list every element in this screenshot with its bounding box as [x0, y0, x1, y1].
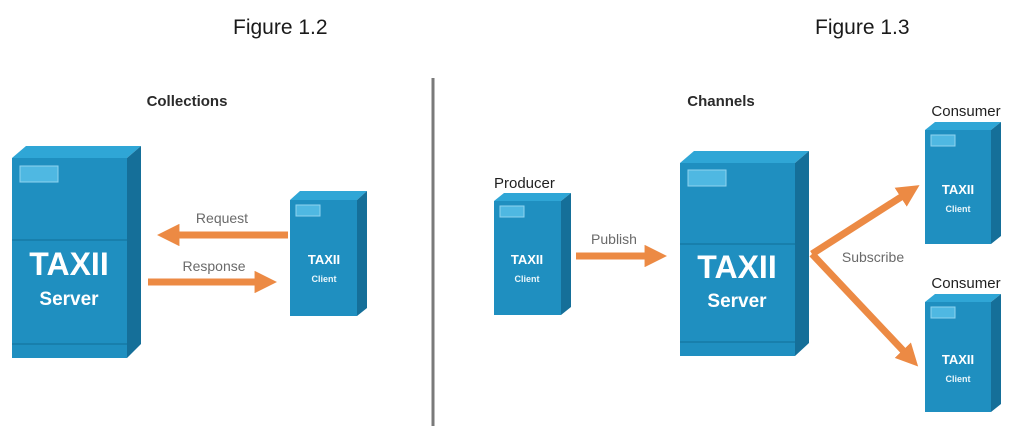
client-slot-icon: [295, 204, 321, 217]
channels-taxii-server-box: TAXII Server: [680, 151, 809, 356]
producer-slot-icon: [499, 205, 525, 218]
subscribe-arrow-bottom: [809, 251, 919, 367]
collections-title: Collections: [147, 93, 228, 110]
channels-server-label-line1: TAXII: [697, 249, 776, 285]
publish-label: Publish: [591, 231, 637, 247]
subscribe-label: Subscribe: [842, 249, 904, 265]
consumer-top-label: Consumer: [931, 103, 1000, 120]
producer-label-line1: TAXII: [511, 252, 543, 267]
subscribe-arrow-top: [810, 185, 920, 257]
consumer-bottom-label-line2: Client: [945, 374, 970, 384]
channels-server-slot-icon: [687, 169, 727, 187]
server-label-line1: TAXII: [29, 246, 108, 282]
consumer-bottom-slot-icon: [930, 306, 956, 319]
consumer-top-label-line2: Client: [945, 204, 970, 214]
taxii-server-box: TAXII Server: [12, 146, 141, 358]
server-slot-icon: [19, 165, 59, 183]
server-label-line2: Server: [39, 289, 99, 310]
taxii-client-box: TAXII Client: [290, 191, 367, 316]
consumer-bottom-label: Consumer: [931, 275, 1000, 292]
channels-title: Channels: [687, 93, 755, 110]
client-label-line2: Client: [311, 274, 336, 284]
figure-1-2-label: Figure 1.2: [233, 16, 328, 39]
consumer-top-slot-icon: [930, 134, 956, 147]
response-label: Response: [182, 258, 245, 274]
client-label-line1: TAXII: [308, 252, 340, 267]
consumer-bottom-label-line1: TAXII: [942, 352, 974, 367]
producer-client-box: TAXII Client: [494, 193, 571, 315]
producer-label-line2: Client: [514, 274, 539, 284]
figure-1-3-label: Figure 1.3: [815, 16, 910, 39]
consumer-top-label-line1: TAXII: [942, 182, 974, 197]
consumer-bottom-client-box: TAXII Client: [925, 294, 1001, 412]
consumer-top-client-box: TAXII Client: [925, 122, 1001, 244]
channels-server-label-line2: Server: [707, 291, 767, 312]
producer-label: Producer: [494, 175, 555, 192]
request-label: Request: [196, 210, 248, 226]
